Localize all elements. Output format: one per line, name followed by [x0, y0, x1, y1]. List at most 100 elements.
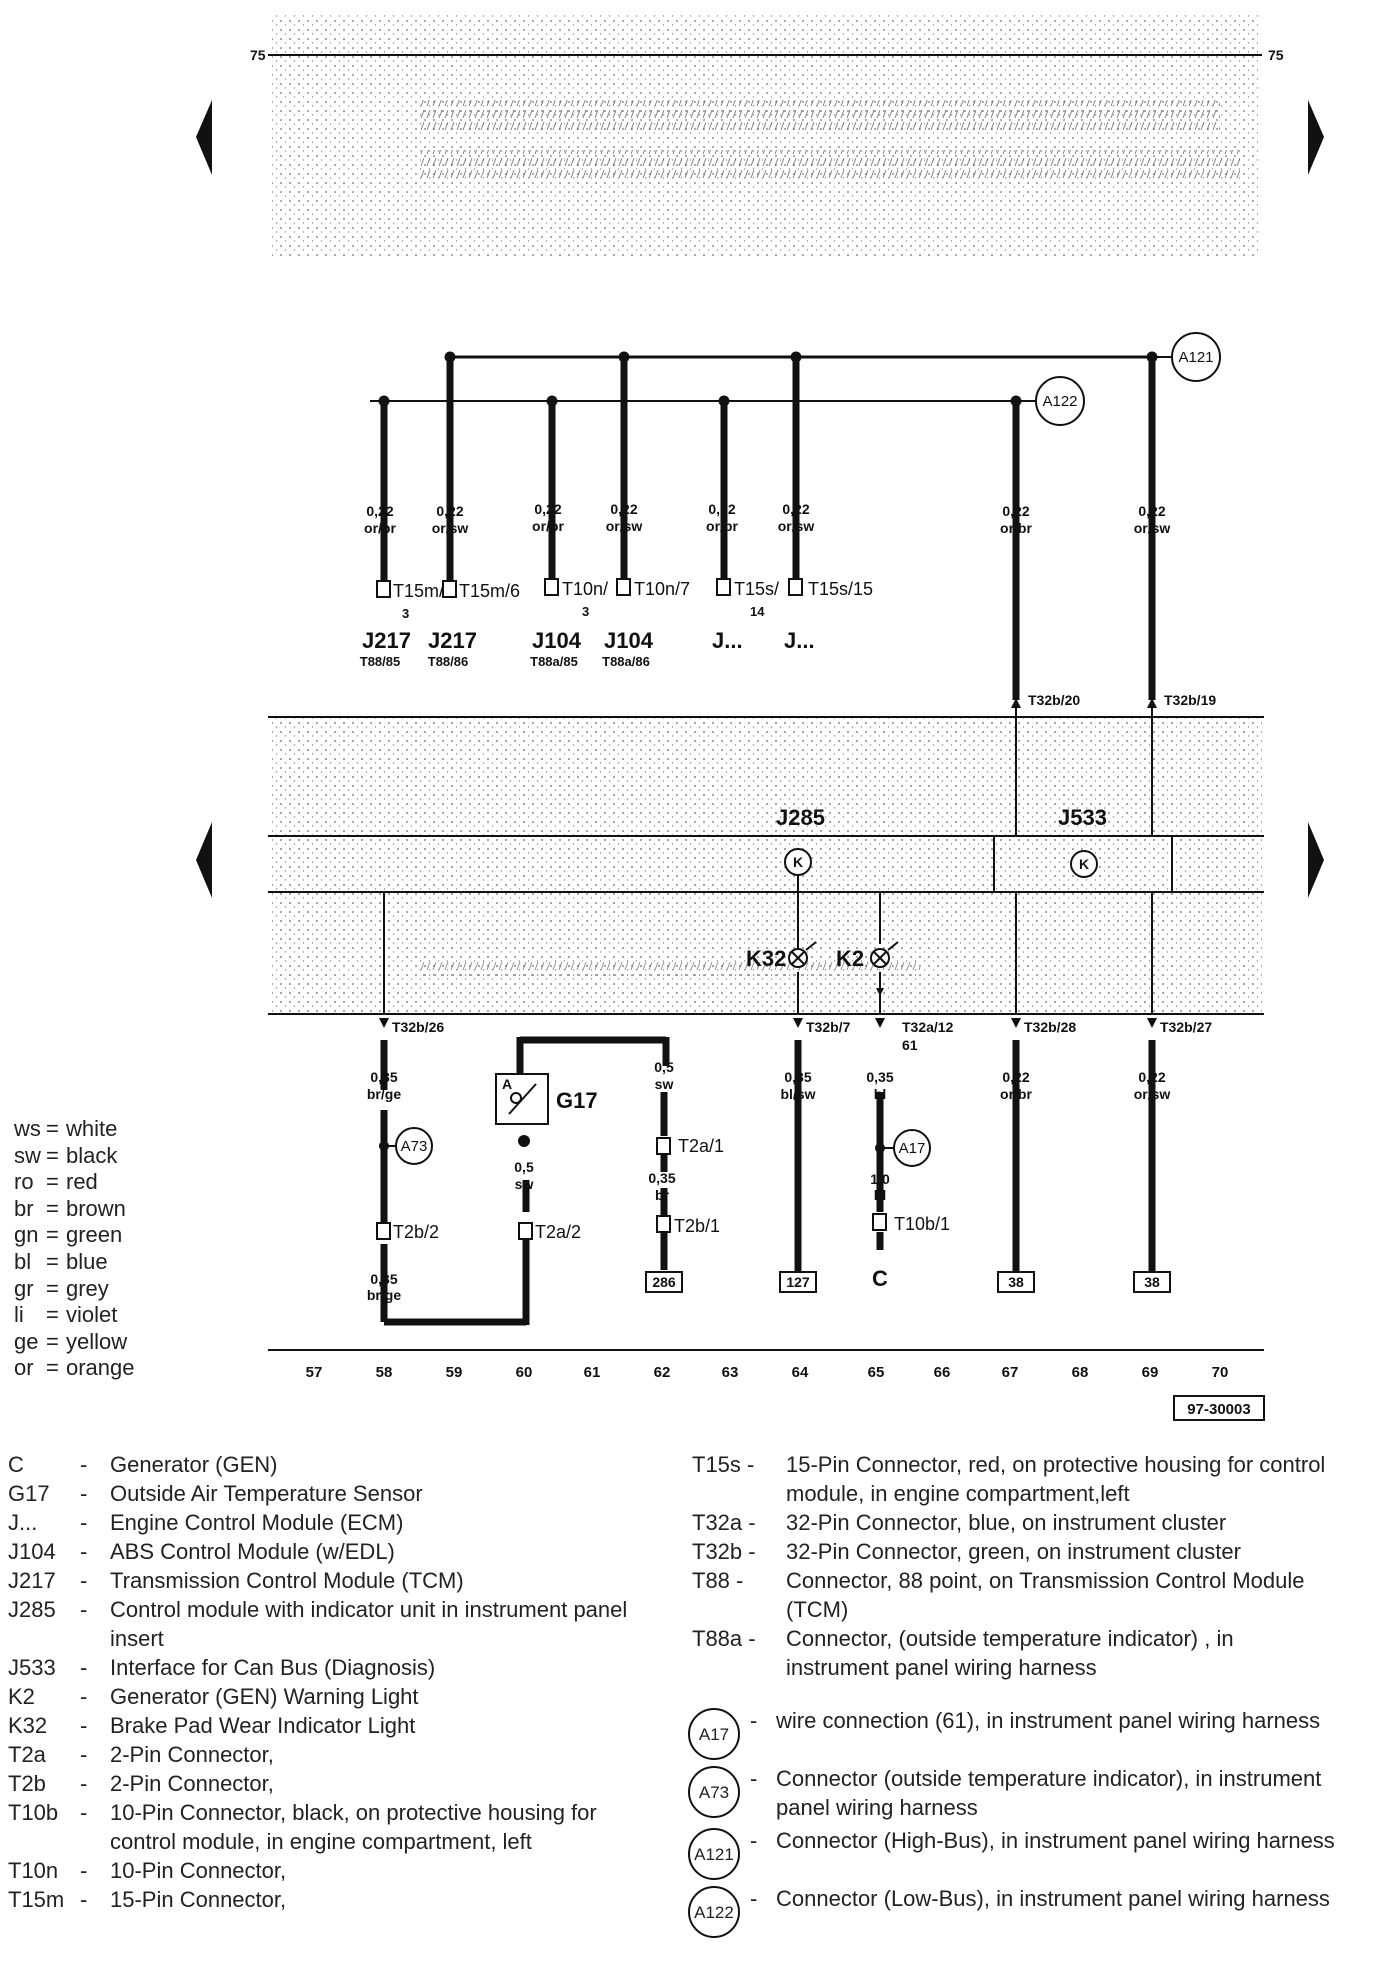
w58-color2: br/ge [367, 1287, 401, 1303]
lamp-k32: K32 [746, 941, 817, 971]
w5-size: 0,22 [708, 501, 735, 517]
ref-38-a-text: 38 [1008, 1274, 1024, 1290]
color-code: li [14, 1302, 24, 1328]
a122-label: A122 [1042, 393, 1077, 410]
color-name: violet [66, 1302, 118, 1328]
connector-a121: A121 [1171, 332, 1221, 382]
legend-desc: 15-Pin Connector, [110, 1887, 287, 1912]
equals-sign: = [46, 1222, 59, 1248]
legend-desc: ABS Control Module (w/EDL) [110, 1539, 395, 1564]
legend-desc: 2-Pin Connector, [110, 1771, 274, 1796]
col-62: 62 [654, 1364, 671, 1381]
top-wire-verticals [380, 357, 1156, 700]
col-61: 61 [584, 1364, 601, 1381]
legend-item: T15m-15-Pin Connector, [8, 1885, 668, 1914]
legend-item: T10n-10-Pin Connector, [8, 1856, 668, 1885]
w62-color2: br [655, 1187, 670, 1203]
equals-sign: = [46, 1248, 59, 1274]
col-57: 57 [306, 1364, 323, 1381]
pin-t32b-7: T32b/7 [806, 1019, 851, 1035]
prev-page-arrow-middle[interactable] [196, 822, 212, 898]
w60-color: sw [515, 1176, 534, 1192]
pin-t32a-12: T32a/12 [902, 1019, 954, 1035]
circle-legend-item: A121-Connector (High-Bus), in instrument… [688, 1826, 1342, 1880]
prev-page-arrow-top[interactable] [196, 100, 212, 175]
w64-color: bl/sw [780, 1086, 815, 1102]
next-page-arrow-middle[interactable] [1308, 822, 1324, 898]
component-legend-right: T15s -15-Pin Connector, red, on protecti… [688, 1450, 1342, 1938]
legend-dash: - [80, 1684, 88, 1709]
w58-color: br/ge [367, 1086, 401, 1102]
w62-size2: 0,35 [648, 1170, 675, 1186]
legend-code: J533 [8, 1655, 56, 1680]
w3-size: 0,22 [534, 501, 561, 517]
pin-t88a-85: T88a/85 [530, 654, 578, 669]
conn-t10n3-sub: 3 [582, 604, 589, 619]
color-key: ws=white sw=black ro=red br=brown gn=gre… [14, 1116, 135, 1382]
w6-color: or/sw [778, 518, 815, 534]
color-name: green [66, 1222, 123, 1248]
w4-size: 0,22 [610, 501, 637, 517]
top-panel: 75 75 [250, 14, 1284, 258]
conn-t15m6: T15m/6 [459, 581, 520, 601]
col-70: 70 [1212, 1364, 1229, 1381]
figure-id: 97-30003 [1187, 1401, 1250, 1418]
color-code: gr [14, 1275, 34, 1301]
color-name: orange [66, 1355, 135, 1381]
legend-dash: - [750, 1766, 758, 1791]
legend-desc: Brake Pad Wear Indicator Light [110, 1713, 416, 1738]
color-code: br [14, 1195, 34, 1221]
legend-code: T10b [8, 1800, 59, 1825]
color-name: white [66, 1116, 118, 1141]
conn-t15m3: T15m/ [393, 581, 444, 601]
legend-code: G17 [8, 1481, 50, 1506]
w7-color: or/br [1000, 520, 1032, 536]
legend-code-text: T88a [692, 1626, 743, 1651]
legend-item: J...-Engine Control Module (ECM) [8, 1508, 668, 1537]
bottom-connector-labels: T2b/2 T2a/2 T2a/1 T2b/1 T10b/1 C [393, 1136, 950, 1291]
w65-size2: 1,0 [870, 1171, 890, 1187]
ref-box-286[interactable]: 286 [645, 1271, 683, 1293]
legend-code: T2a [8, 1742, 46, 1767]
col-59: 59 [446, 1364, 463, 1381]
ref-box-38-a[interactable]: 38 [997, 1271, 1035, 1293]
color-code: or [14, 1355, 34, 1381]
w62-color: sw [655, 1076, 674, 1092]
col-69: 69 [1142, 1364, 1159, 1381]
col-68: 68 [1072, 1364, 1089, 1381]
w58-size: 0,35 [370, 1069, 397, 1085]
color-key-row: or = orange [14, 1355, 135, 1382]
next-page-arrow-top[interactable] [1308, 100, 1324, 175]
circle-code: A122 [688, 1886, 740, 1938]
color-name: brown [66, 1195, 126, 1221]
conn-t2a1: T2a/1 [678, 1136, 724, 1156]
module-j285-label: J285 [776, 805, 825, 830]
equals-sign: = [46, 1142, 59, 1168]
color-key-row: br=brown [14, 1196, 135, 1223]
lamp-k32-label: K32 [746, 946, 786, 971]
a17-label: A17 [899, 1140, 926, 1157]
legend-code: T88 - [692, 1568, 744, 1593]
w4-color: or/sw [606, 518, 643, 534]
conn-t10n7: T10n/7 [634, 579, 690, 599]
generator-c-label: C [872, 1266, 888, 1291]
legend-item: T88a -Connector, (outside temperature in… [692, 1624, 1342, 1682]
color-name: blue [66, 1248, 108, 1274]
pin-t88-86: T88/86 [428, 654, 468, 669]
conn-t15s15: T15s/15 [808, 579, 873, 599]
module-j533-label: J533 [1058, 805, 1107, 830]
color-key-row: ro=red [14, 1169, 135, 1196]
legend-desc: 32-Pin Connector, blue, on instrument cl… [786, 1510, 1227, 1535]
equals-sign: = [46, 1355, 59, 1381]
ref-box-38-b[interactable]: 38 [1133, 1271, 1171, 1293]
col-60: 60 [516, 1364, 533, 1381]
connector-a73: A73 [379, 1127, 433, 1165]
color-key-row: bl=blue [14, 1249, 135, 1276]
legend-item: J217-Transmission Control Module (TCM) [8, 1566, 668, 1595]
ref-box-127[interactable]: 127 [779, 1271, 817, 1293]
color-code: sw [14, 1142, 41, 1168]
legend-item: T15s -15-Pin Connector, red, on protecti… [692, 1450, 1342, 1508]
color-code: ws [14, 1116, 41, 1141]
bottom-connector-symbols [376, 1137, 887, 1240]
ref-286-text: 286 [652, 1274, 676, 1290]
